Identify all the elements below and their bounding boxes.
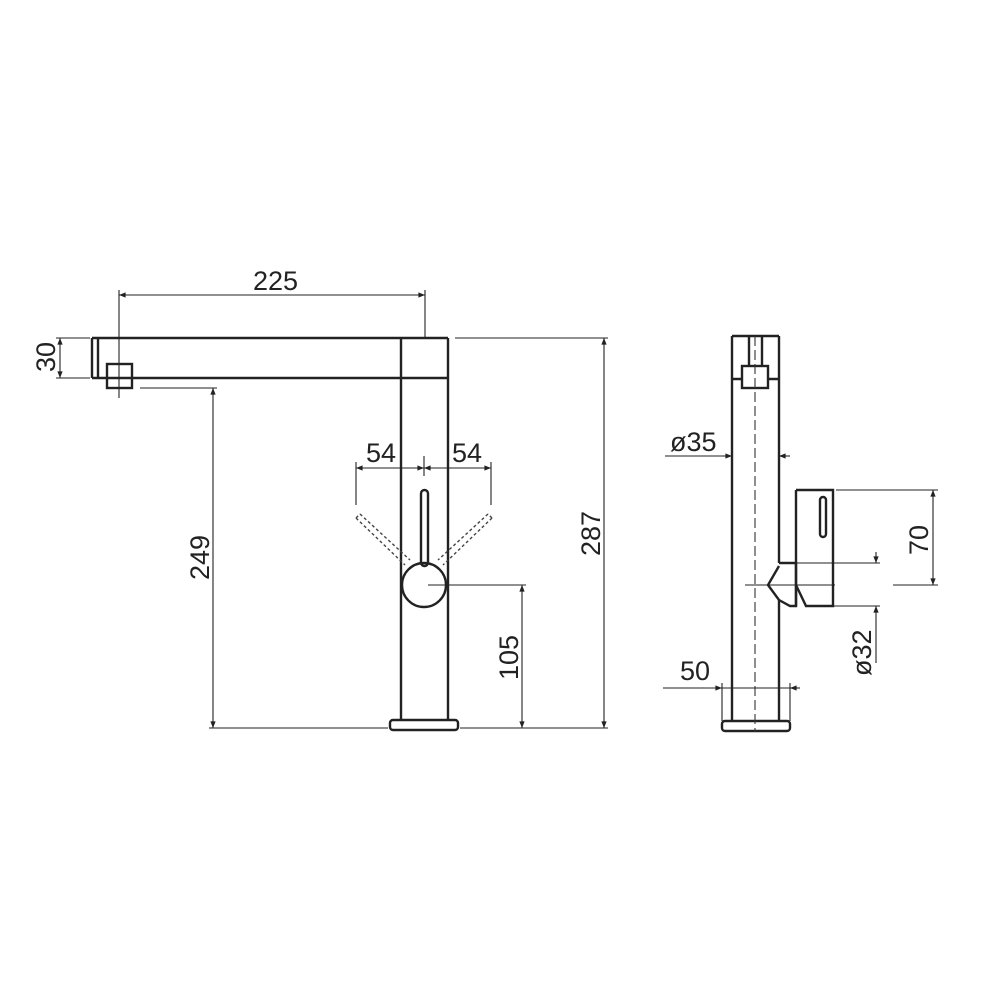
- dim-base-diameter: 50: [680, 656, 710, 686]
- spout: [90, 336, 448, 398]
- dim-body-diameter: ø35: [670, 427, 717, 457]
- dim-lever-angle-right: 54: [452, 438, 482, 468]
- dim-lever-angle-left: 54: [366, 438, 396, 468]
- dim-spout-height: 30: [31, 342, 61, 372]
- front-view: 225 30 249 54 54 105 287: [31, 266, 608, 732]
- side-body: [720, 334, 792, 733]
- dim-lever-height: 105: [494, 635, 524, 680]
- dim-spout-reach: 225: [253, 266, 298, 296]
- lever: [355, 488, 493, 609]
- dim-handle-diameter: ø32: [847, 629, 877, 676]
- side-handle: [745, 488, 835, 608]
- body: [388, 338, 460, 732]
- side-view: ø35 70 ø32 50: [663, 334, 938, 733]
- dim-outlet-height: 249: [185, 535, 215, 580]
- dim-total-height: 287: [576, 511, 606, 556]
- dim-handle-height: 70: [904, 525, 934, 555]
